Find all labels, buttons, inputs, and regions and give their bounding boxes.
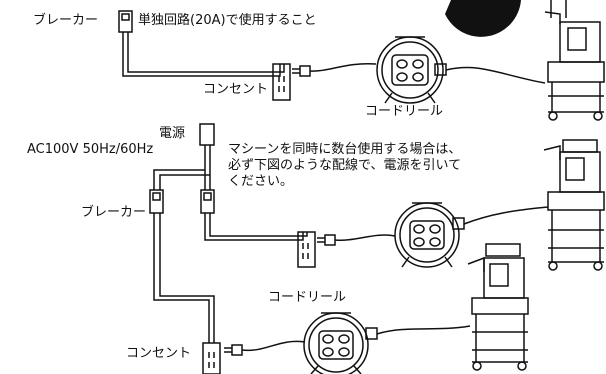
- bottom-cord-reel-label: コードリール: [268, 290, 347, 305]
- bottom-reel-to-machine-cord: [365, 325, 471, 340]
- top-cord-reel-label: コードリール: [365, 104, 444, 119]
- middle-outlet-symbol: [297, 231, 316, 268]
- bottom-cord-reel-symbol: [303, 312, 369, 374]
- top-breaker-wires: [122, 32, 285, 77]
- top-outlet-label: コンセント: [203, 82, 269, 97]
- machine-2-illustration: [543, 139, 605, 271]
- bottom-outlet-symbol: [202, 342, 221, 374]
- middle-cord-reel-symbol: [394, 202, 460, 268]
- bottom-plug-cord: [224, 340, 306, 356]
- middle-reel-to-machine-cord: [452, 206, 549, 230]
- top-breaker-symbol: [118, 10, 133, 33]
- black-circle-fragment: [445, 0, 521, 37]
- top-circuit-note: 単独回路(20A)で使用すること: [138, 13, 317, 28]
- bottom-outlet-label: コンセント: [126, 346, 192, 361]
- multi-machine-instruction: マシーンを同時に数台使用する場合は、 必ず下図のような配線で、電源を引いて くだ…: [228, 142, 462, 189]
- bottom-breaker-right-symbol: [200, 189, 215, 214]
- power-spec-label: AC100V 50Hz/60Hz: [27, 142, 154, 157]
- top-outlet-symbol: [272, 63, 291, 101]
- bottom-outlet-wires: [153, 213, 215, 343]
- bottom-breaker-left-symbol: [149, 189, 164, 214]
- machine-3-illustration: [467, 243, 529, 371]
- power-trunk-wires: [153, 145, 211, 190]
- top-cord-reel-symbol: [376, 36, 444, 104]
- top-breaker-label: ブレーカー: [33, 13, 99, 28]
- middle-outlet-wires: [204, 213, 308, 241]
- top-reel-to-machine-cord: [434, 63, 546, 84]
- power-source-symbol: [199, 123, 215, 146]
- power-source-label: 電源: [159, 126, 186, 141]
- middle-plug-cord: [317, 234, 396, 246]
- top-plug-cord: [292, 62, 377, 77]
- machine-1-illustration: [544, 0, 605, 121]
- bottom-breaker-label: ブレーカー: [81, 205, 147, 220]
